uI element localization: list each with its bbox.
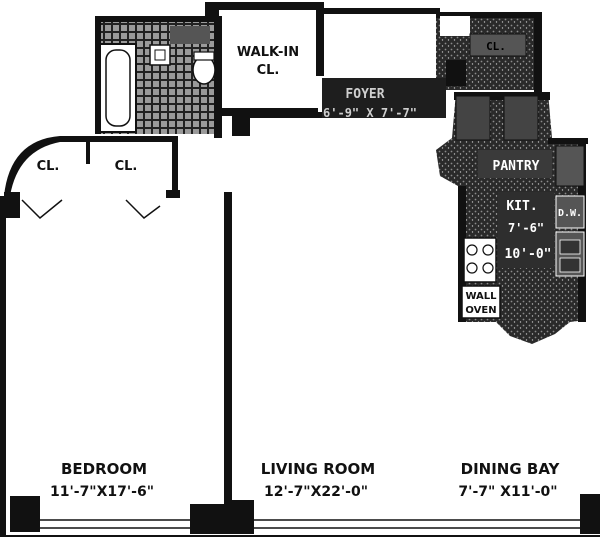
foyer-label: FOYER — [345, 87, 384, 102]
bedroom-closet-right-label: CL. — [115, 159, 138, 174]
foyer-closet-label: CL. — [486, 40, 506, 53]
outer-walls — [0, 112, 600, 536]
bedroom-closets: CL. CL. — [4, 136, 180, 220]
kitchen-block: PANTRY KIT. 7'-6" 10'-0" D.W. WALL OVEN — [436, 92, 588, 344]
range-icon — [463, 237, 497, 283]
dining-bay-label: DINING BAY — [461, 460, 561, 478]
living-room-label: LIVING ROOM — [261, 460, 375, 478]
dining-bay-dims: 7'-7" X11'-0" — [458, 484, 557, 500]
living-room-dims: 12'-7"X22'-0" — [264, 484, 368, 500]
kitchen-dims-2: 10'-0" — [505, 247, 552, 262]
kitchen-dims-1: 7'-6" — [508, 221, 544, 235]
windows — [0, 519, 600, 537]
bedroom-label: BEDROOM — [61, 460, 147, 478]
wall-oven-label: WALL — [465, 291, 497, 302]
closet-door-swing-icon — [21, 199, 161, 220]
toilet-icon — [192, 51, 216, 85]
bedroom-dims: 11'-7"X17'-6" — [50, 484, 154, 500]
pantry-label: PANTRY — [493, 159, 540, 174]
foyer: FOYER 6'-9" X 7'-7" — [322, 78, 446, 120]
bathroom — [95, 16, 222, 138]
bedroom-closet-left-label: CL. — [37, 159, 60, 174]
dishwasher-label: D.W. — [558, 208, 582, 219]
foyer-dims: 6'-9" X 7'-7" — [323, 106, 417, 120]
sink-icon — [149, 44, 171, 66]
kitchen-label: KIT. — [506, 199, 537, 214]
wall-oven-label-2: OVEN — [465, 305, 496, 316]
top-right-walls: CL. — [324, 8, 542, 94]
bathtub-icon — [99, 43, 137, 133]
walk-in-closet-label-2: CL. — [257, 63, 280, 78]
walk-in-closet-label: WALK-IN — [237, 45, 299, 60]
